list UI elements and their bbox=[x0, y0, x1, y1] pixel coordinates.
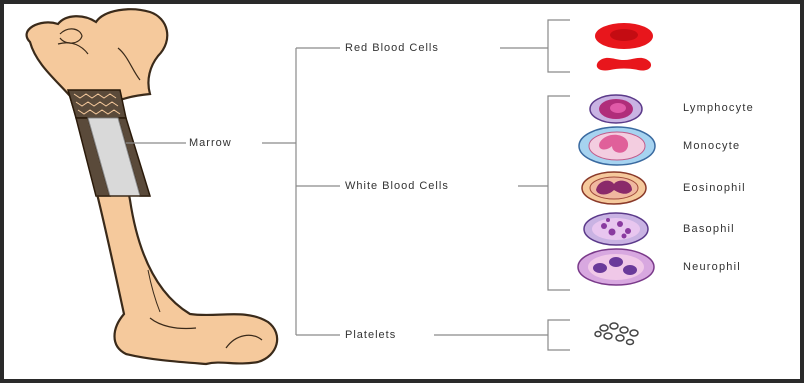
femur-outline bbox=[27, 9, 278, 364]
neutrophil-cell bbox=[578, 249, 654, 285]
eosinophil-cell bbox=[582, 172, 646, 204]
lymphocyte-label: Lymphocyte bbox=[680, 102, 757, 115]
lymphocyte-cell bbox=[590, 95, 642, 123]
white-blood-cells-label: White Blood Cells bbox=[342, 180, 452, 193]
marrow-label: Marrow bbox=[186, 137, 235, 150]
monocyte-label: Monocyte bbox=[680, 140, 743, 153]
monocyte-cell bbox=[579, 127, 655, 165]
platelets-illustration bbox=[595, 323, 638, 345]
platelets-label: Platelets bbox=[342, 329, 399, 342]
femur-bone-illustration bbox=[27, 9, 278, 364]
eosinophil-label: Eosinophil bbox=[680, 182, 749, 195]
red-blood-cells-label: Red Blood Cells bbox=[342, 42, 442, 55]
neurophil-label: Neurophil bbox=[680, 261, 744, 274]
basophil-cell bbox=[584, 213, 648, 245]
basophil-label: Basophil bbox=[680, 223, 738, 236]
red-cell-side bbox=[597, 58, 651, 71]
red-cell-front-center bbox=[610, 29, 638, 41]
red-blood-cells-illustration bbox=[595, 23, 653, 71]
